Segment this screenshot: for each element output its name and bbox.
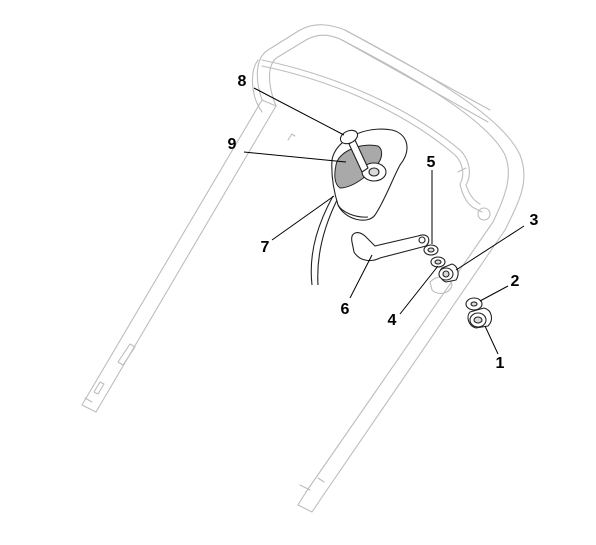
leader-1	[484, 325, 499, 355]
callout-3: 3	[530, 212, 539, 229]
right-handle-tube	[319, 29, 525, 501]
washer-stack	[423, 244, 459, 283]
leader-8	[253, 87, 345, 136]
callout-9: 9	[228, 136, 237, 153]
leader-7	[271, 195, 335, 241]
callout-6: 6	[341, 301, 350, 318]
leader-9	[243, 151, 347, 163]
leader-2	[479, 285, 509, 302]
rod-end-nut	[477, 207, 491, 221]
callout-4: 4	[388, 312, 397, 329]
leader-4	[399, 265, 439, 315]
callout-5: 5	[427, 154, 436, 171]
handle-frame	[81, 24, 525, 513]
lever-housing	[331, 128, 408, 221]
callout-7: 7	[261, 239, 270, 256]
leader-6	[349, 254, 373, 299]
left-handle-tube	[81, 99, 277, 413]
callout-1: 1	[496, 355, 505, 372]
callout-2: 2	[511, 273, 520, 290]
leader-lines	[243, 87, 525, 355]
upper-handle-loop	[256, 24, 491, 111]
screw	[339, 129, 369, 173]
top-cable-rod	[261, 59, 470, 186]
tube-mount-bracket	[429, 276, 453, 294]
left-tube-slot	[117, 343, 136, 366]
callout-8: 8	[238, 73, 247, 90]
control-lever	[351, 232, 430, 262]
control-cable	[310, 195, 339, 286]
nut-assembly	[465, 297, 493, 329]
leader-3	[455, 225, 525, 271]
callout-numbers: 8 9 7 5 3 2 4 6 1	[228, 73, 539, 372]
